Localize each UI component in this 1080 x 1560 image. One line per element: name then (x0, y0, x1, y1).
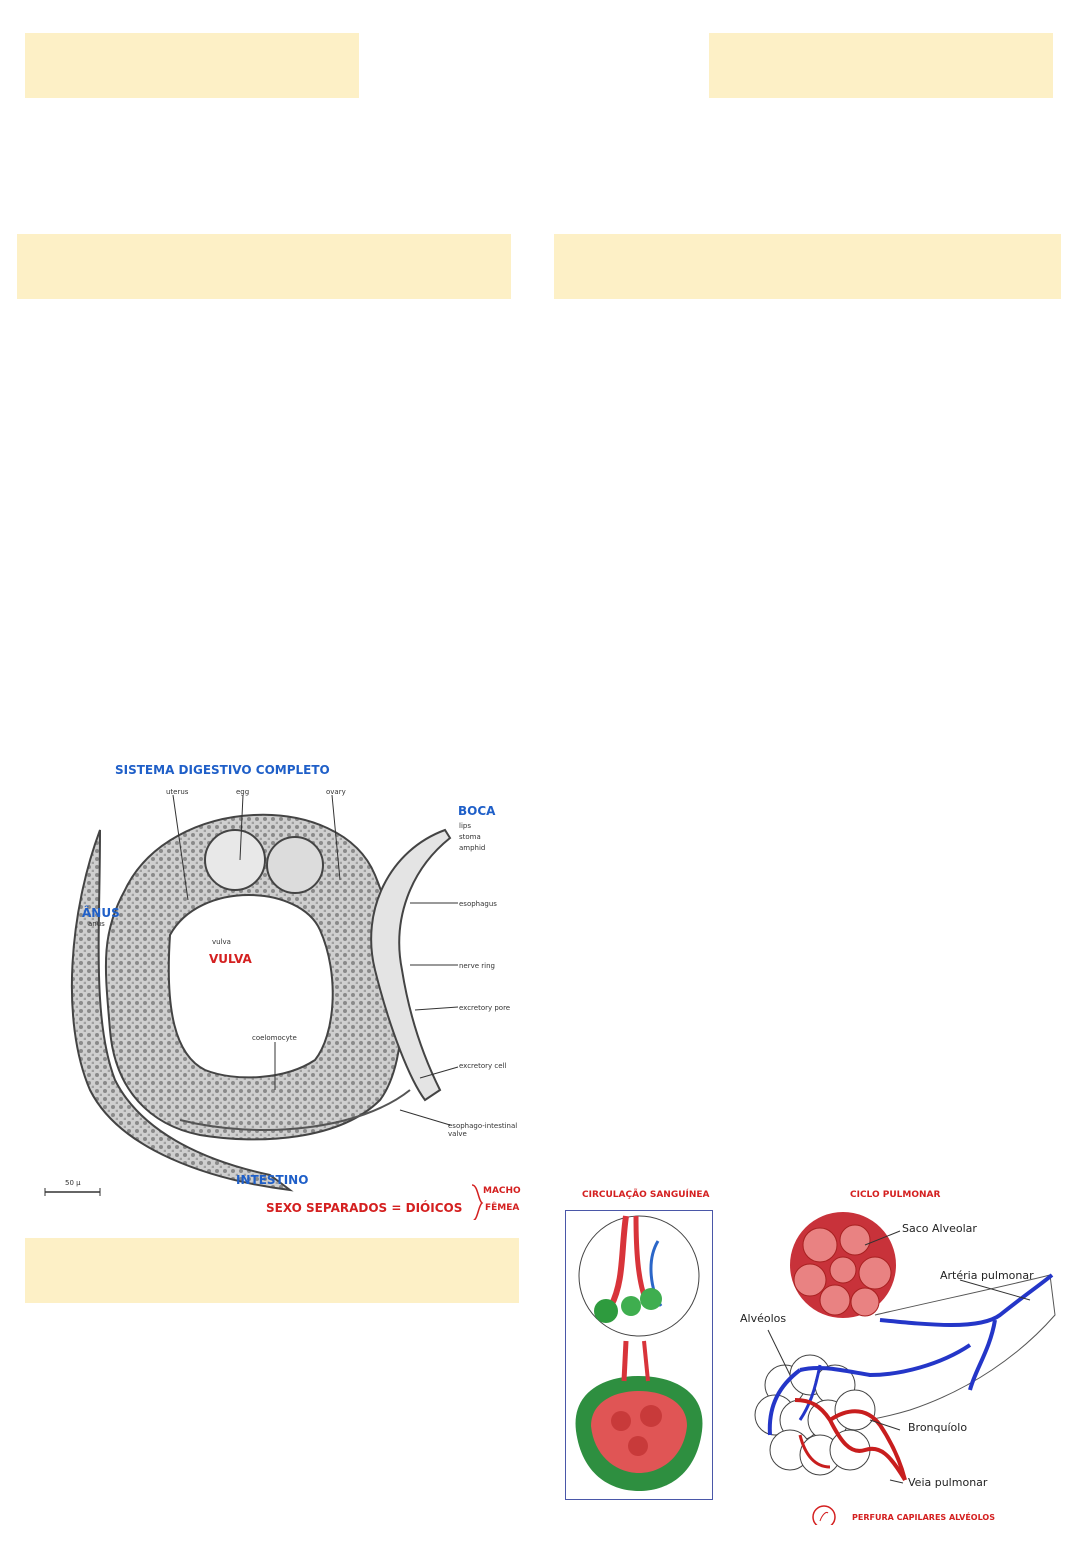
label-saco-alveolar: Saco Alveolar (902, 1222, 977, 1235)
label-vulva: VULVA (209, 952, 252, 966)
label-vulva-small: vulva (212, 938, 231, 946)
header-box-mid-right (554, 234, 1061, 299)
label-esophago-valve: esophago-intestinal valve (448, 1122, 518, 1138)
header-box-top-left (25, 33, 359, 98)
title-circulacao-sanguinea: CIRCULAÇÃO SANGUÍNEA (582, 1190, 710, 1200)
header-box-top-right (709, 33, 1053, 98)
nematode-illustration (44, 794, 484, 1220)
label-sexo-separados: SEXO SEPARADOS = DIÓICOS (266, 1201, 463, 1215)
title-ciclo-pulmonar: CICLO PULMONAR (850, 1190, 941, 1200)
label-macho: MACHO (483, 1186, 521, 1196)
label-ovary: ovary (326, 788, 346, 796)
label-bronquiolo: Bronquíolo (908, 1421, 968, 1434)
label-excretory-pore: excretory pore (459, 1004, 511, 1012)
label-esophagus: esophagus (459, 900, 497, 908)
label-veia-pulmonar: Veia pulmonar (908, 1476, 988, 1489)
label-intestino: INTESTINO (236, 1173, 309, 1187)
label-stoma: stoma (459, 833, 481, 841)
circulacao-illustration (575, 1215, 703, 1491)
label-perfura-capilares: PERFURA CAPILARES ALVÉOLOS (852, 1513, 995, 1522)
label-alveolos: Alvéolos (740, 1312, 787, 1325)
label-excretory-cell: excretory cell (459, 1062, 507, 1070)
circulacao-figure (565, 1210, 713, 1500)
label-nerve-ring: nerve ring (459, 962, 495, 970)
header-box-bottom-left (25, 1238, 519, 1303)
label-femea: FÊMEA (485, 1203, 520, 1213)
nematode-figure: SISTEMA DIGESTIVO COMPLETO BOCA ÂNUS VUL… (30, 760, 530, 1220)
label-amphid: amphid (459, 844, 486, 852)
label-scale: 50 µ (65, 1179, 81, 1187)
header-box-mid-left (17, 234, 511, 299)
label-anus-small: anus (88, 920, 105, 928)
label-coelomocyte: coelomocyte (252, 1034, 297, 1042)
label-lips: lips (459, 822, 471, 830)
title-sistema-digestivo: SISTEMA DIGESTIVO COMPLETO (115, 763, 330, 777)
label-arteria-pulmonar: Artéria pulmonar (940, 1269, 1034, 1282)
label-boca: BOCA (458, 804, 496, 818)
label-uterus: uterus (166, 788, 189, 796)
ciclo-pulmonar-illustration (754, 1212, 1056, 1529)
ciclo-pulmonar-figure: Saco Alveolar Artéria pulmonar Alvéolos … (740, 1205, 1070, 1529)
label-anus: ÂNUS (82, 906, 120, 920)
label-egg: egg (236, 788, 250, 796)
